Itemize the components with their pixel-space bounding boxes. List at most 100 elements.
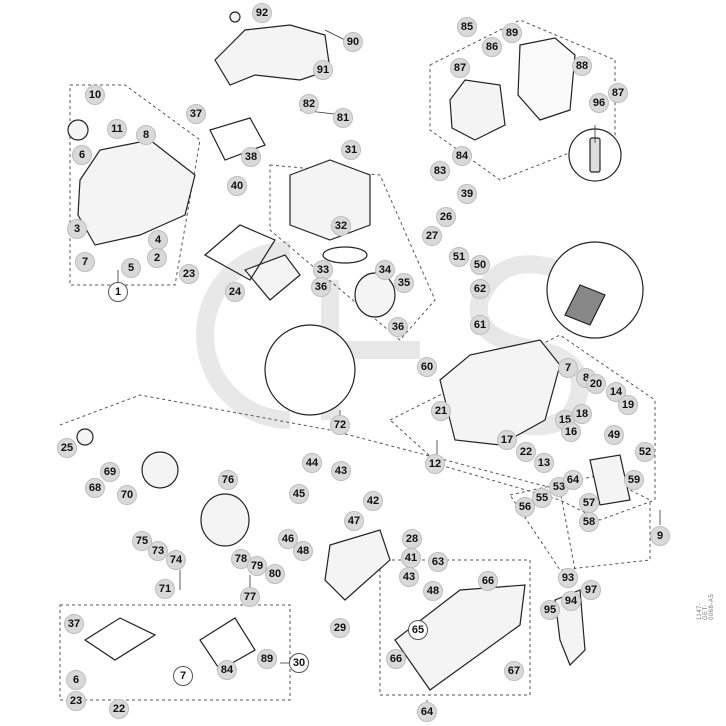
part-callout-89: 89 <box>257 649 277 669</box>
crankcase-half-part <box>77 139 196 246</box>
part-callout-41: 41 <box>401 548 421 568</box>
part-callout-72: 72 <box>330 415 350 435</box>
part-callout-80: 80 <box>265 564 285 584</box>
part-callout-36: 36 <box>311 277 331 297</box>
part-callout-3: 3 <box>67 219 87 239</box>
part-callout-37: 37 <box>186 104 206 124</box>
part-callout-19: 19 <box>618 395 638 415</box>
part-callout-13: 13 <box>534 453 554 473</box>
part-callout-86: 86 <box>482 37 502 57</box>
part-callout-30: 30 <box>289 653 309 673</box>
drawing-reference-code: 1147-GET-0068-A5 <box>697 593 715 620</box>
part-callout-47: 47 <box>344 511 364 531</box>
part-callout-64: 64 <box>417 702 437 722</box>
gasket-part <box>209 117 266 161</box>
part-callout-70: 70 <box>117 485 137 505</box>
part-callout-27: 27 <box>422 226 442 246</box>
group-frame-cover <box>379 559 531 696</box>
part-callout-22: 22 <box>516 442 536 462</box>
part-callout-71: 71 <box>155 579 175 599</box>
part-callout-34: 34 <box>375 260 395 280</box>
part-callout-74: 74 <box>166 550 186 570</box>
part-callout-67: 67 <box>504 661 524 681</box>
part-callout-48: 48 <box>423 581 443 601</box>
filter-frame-part <box>517 37 576 121</box>
part-callout-48: 48 <box>293 541 313 561</box>
part-callout-1: 1 <box>108 282 128 302</box>
part-callout-7: 7 <box>173 666 193 686</box>
group-frame-housing <box>389 334 656 521</box>
part-callout-69: 69 <box>100 462 120 482</box>
part-callout-75: 75 <box>132 531 152 551</box>
part-callout-39: 39 <box>457 184 477 204</box>
part-callout-28: 28 <box>402 529 422 549</box>
part-callout-95: 95 <box>540 600 560 620</box>
part-callout-62: 62 <box>470 279 490 299</box>
part-callout-37: 37 <box>64 614 84 634</box>
part-callout-26: 26 <box>436 207 456 227</box>
part-callout-51: 51 <box>449 247 469 267</box>
part-callout-87: 87 <box>608 83 628 103</box>
part-callout-35: 35 <box>394 273 414 293</box>
part-callout-58: 58 <box>579 512 599 532</box>
part-callout-29: 29 <box>330 618 350 638</box>
part-callout-76: 76 <box>218 470 238 490</box>
detail-circle-cylinder <box>264 324 356 416</box>
part-callout-61: 61 <box>470 315 490 335</box>
part-callout-81: 81 <box>333 108 353 128</box>
part-callout-60: 60 <box>417 357 437 377</box>
part-callout-46: 46 <box>278 529 298 549</box>
part-callout-83: 83 <box>430 161 450 181</box>
part-callout-6: 6 <box>72 145 92 165</box>
part-callout-64: 64 <box>563 470 583 490</box>
part-callout-43: 43 <box>331 461 351 481</box>
part-callout-57: 57 <box>579 493 599 513</box>
part-callout-50: 50 <box>470 255 490 275</box>
part-callout-63: 63 <box>428 552 448 572</box>
part-callout-18: 18 <box>572 404 592 424</box>
part-callout-56: 56 <box>515 497 535 517</box>
part-callout-77: 77 <box>240 587 260 607</box>
part-callout-44: 44 <box>302 453 322 473</box>
group-frame-crankcase <box>69 84 201 286</box>
part-callout-65: 65 <box>408 620 428 640</box>
part-callout-49: 49 <box>604 425 624 445</box>
part-callout-42: 42 <box>363 491 383 511</box>
part-callout-84: 84 <box>452 146 472 166</box>
washer-part <box>229 11 241 23</box>
group-frame-gaskets <box>59 604 291 701</box>
part-callout-6: 6 <box>66 670 86 690</box>
part-callout-68: 68 <box>85 478 105 498</box>
part-callout-11: 11 <box>107 119 127 139</box>
part-callout-22: 22 <box>109 699 129 719</box>
part-callout-91: 91 <box>313 60 333 80</box>
part-callout-9: 9 <box>650 526 670 546</box>
part-callout-85: 85 <box>457 17 477 37</box>
part-callout-59: 59 <box>624 470 644 490</box>
detail-circle-housing <box>546 241 644 339</box>
part-callout-96: 96 <box>589 93 609 113</box>
part-callout-66: 66 <box>386 649 406 669</box>
brake-lever-part <box>324 529 391 601</box>
motor-housing-part <box>439 339 561 446</box>
part-callout-88: 88 <box>572 56 592 76</box>
part-callout-20: 20 <box>586 374 606 394</box>
part-callout-66: 66 <box>478 571 498 591</box>
part-callout-24: 24 <box>225 282 245 302</box>
part-callout-8: 8 <box>136 125 156 145</box>
part-callout-87: 87 <box>450 58 470 78</box>
part-callout-73: 73 <box>148 541 168 561</box>
part-callout-92: 92 <box>252 3 272 23</box>
part-callout-12: 12 <box>425 454 445 474</box>
part-callout-5: 5 <box>121 258 141 278</box>
part-callout-7: 7 <box>558 358 578 378</box>
part-callout-21: 21 <box>431 401 451 421</box>
part-callout-84: 84 <box>217 660 237 680</box>
part-callout-93: 93 <box>558 568 578 588</box>
part-callout-2: 2 <box>147 248 167 268</box>
seal-ring-part <box>67 119 89 141</box>
sprocket-cover-part <box>394 584 526 691</box>
cylinder-part <box>289 159 371 241</box>
shroud-part <box>214 24 331 86</box>
